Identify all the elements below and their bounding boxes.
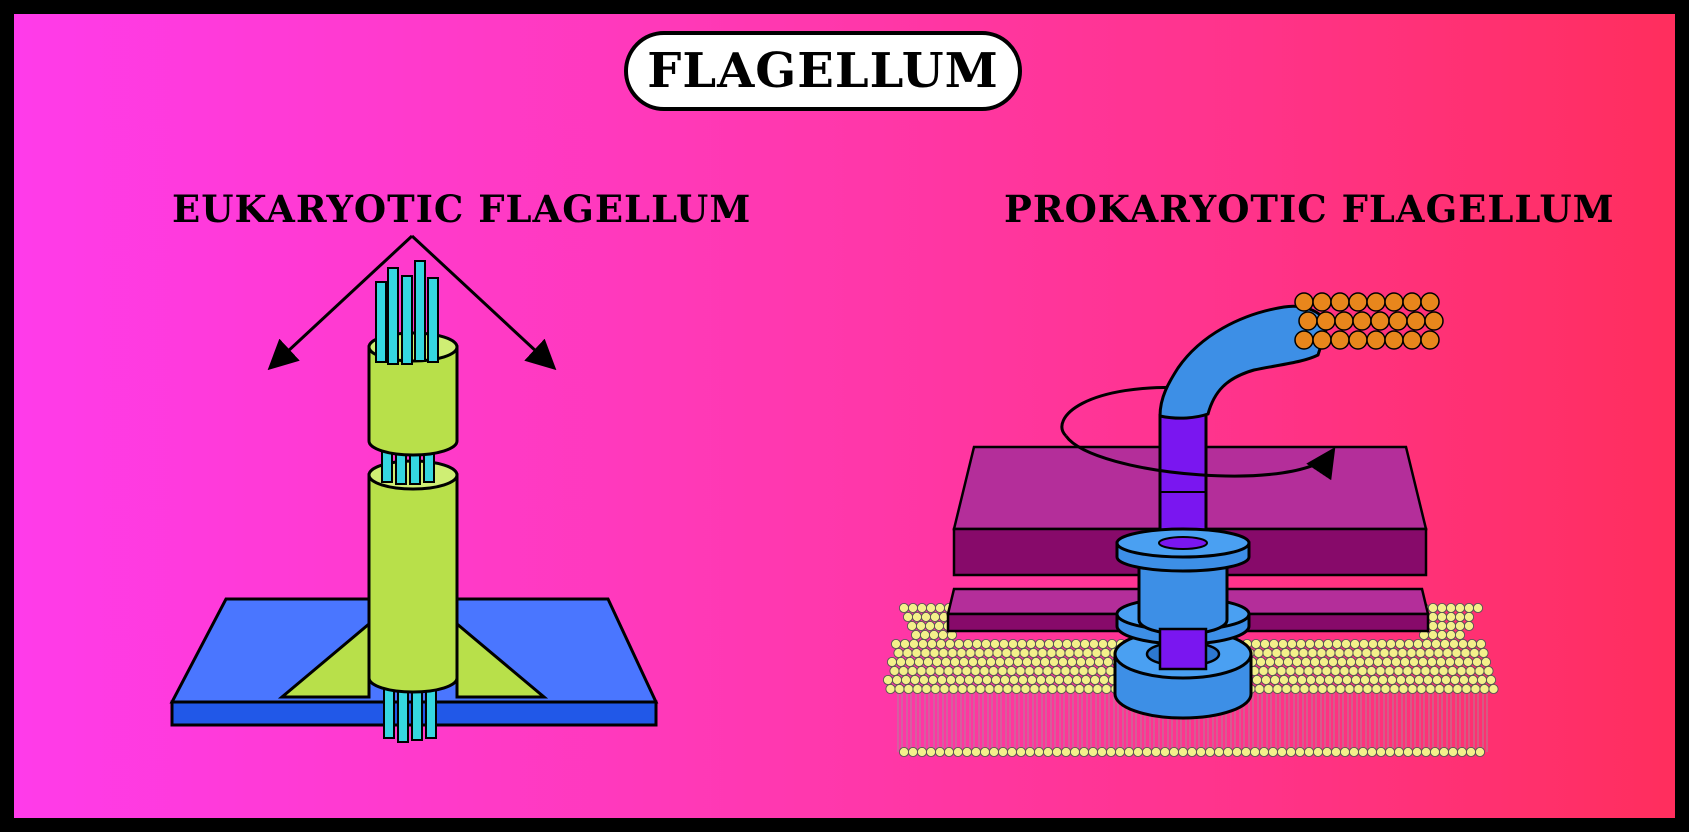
rotation-arrow-back <box>1060 385 1195 438</box>
diagram-canvas: FLAGELLUM EUKARYOTIC FLAGELLUM PROKARYOT… <box>14 14 1675 818</box>
eukaryotic-label: EUKARYOTIC FLAGELLUM <box>172 187 752 231</box>
page-title: FLAGELLUM <box>647 43 999 99</box>
prokaryotic-flagellum-diagram <box>882 292 1499 758</box>
flagellin-filament <box>1294 292 1444 350</box>
microtubules-upper <box>375 260 439 365</box>
basal-body-cylinder <box>367 459 459 694</box>
direction-arrows <box>267 234 557 371</box>
l-ring <box>1115 527 1251 573</box>
eukaryotic-flagellum-diagram <box>169 234 659 743</box>
diagram-illustration <box>169 234 1499 758</box>
prokaryotic-label: PROKARYOTIC FLAGELLUM <box>1004 187 1615 231</box>
rotation-arrow <box>1064 435 1336 481</box>
right-arrow <box>410 234 557 371</box>
title-banner: FLAGELLUM <box>624 31 1022 111</box>
left-arrow <box>267 234 414 371</box>
